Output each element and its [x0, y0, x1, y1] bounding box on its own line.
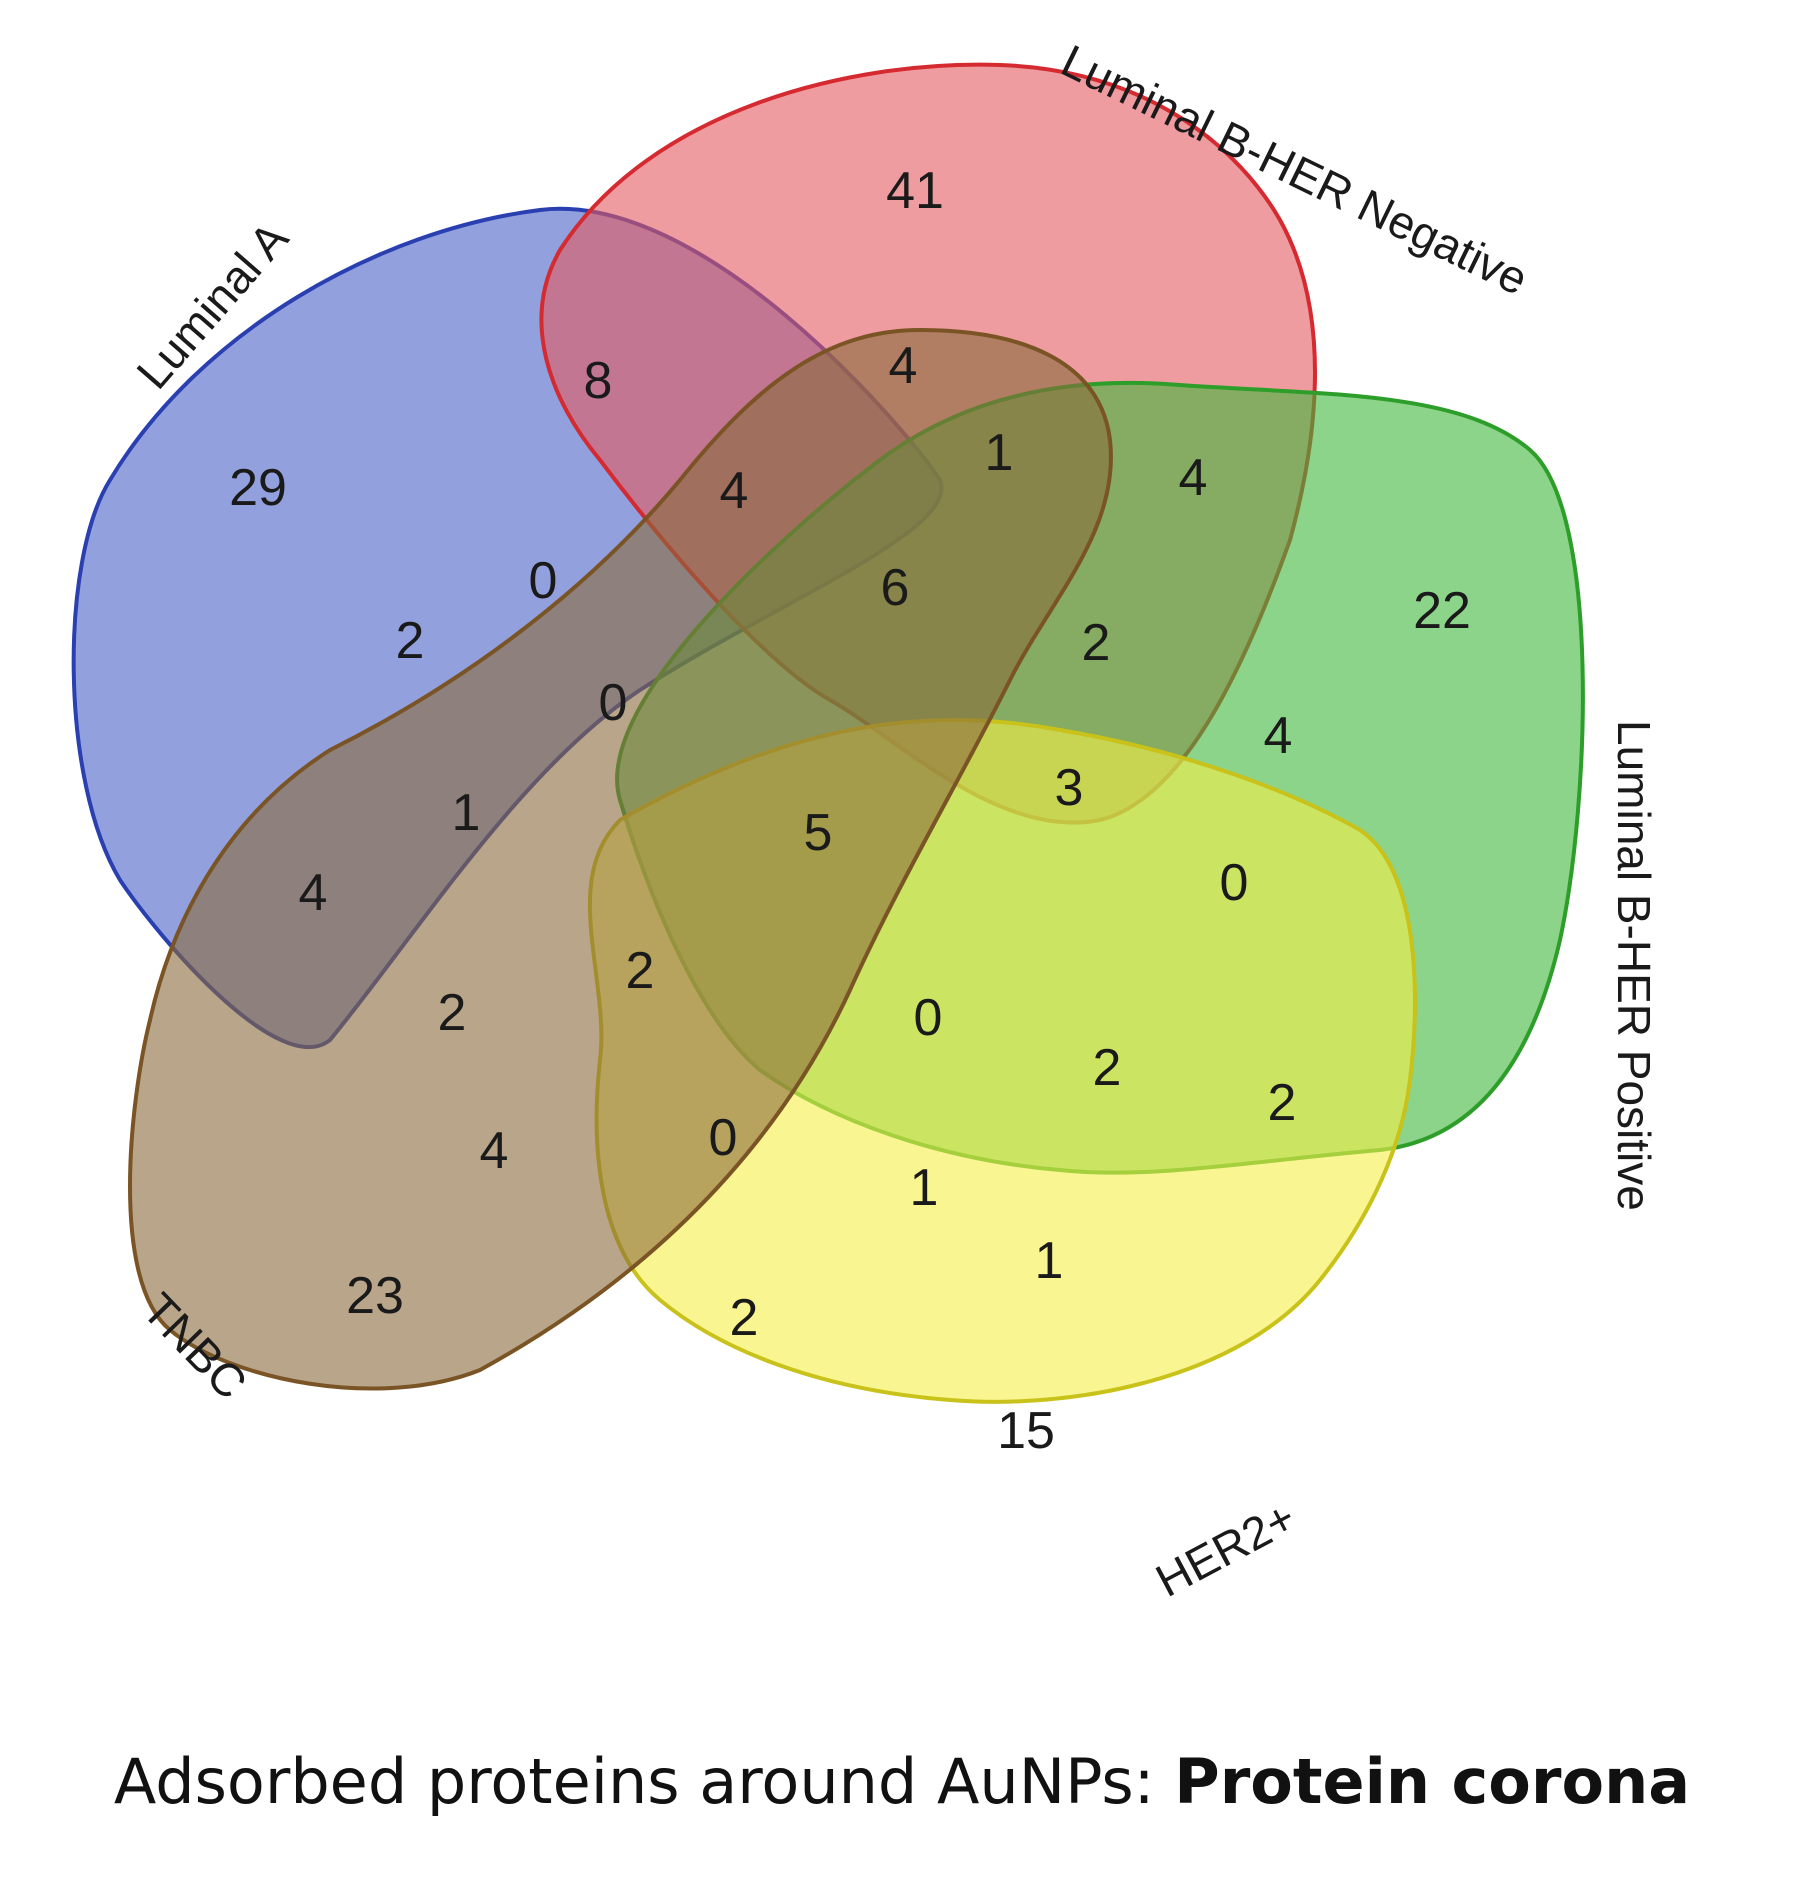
count-intersection: 2 — [1093, 1039, 1122, 1097]
count-intersection: 2 — [438, 984, 467, 1042]
venn-diagram: 29 41 22 15 23 8 4 4 1 4 0 6 2 2 0 4 3 1… — [71, 34, 1660, 1607]
caption-text: Adsorbed proteins around AuNPs: — [113, 1745, 1175, 1818]
count-intersection: 1 — [985, 424, 1014, 482]
count-intersection: 4 — [1179, 449, 1208, 507]
caption-bold-text: Protein corona — [1174, 1745, 1691, 1818]
count-intersection: 0 — [599, 674, 628, 732]
count-intersection: 4 — [889, 337, 918, 395]
count-intersection: 0 — [1220, 854, 1249, 912]
count-her2-only: 15 — [997, 1402, 1055, 1460]
count-luminal-a-only: 29 — [229, 459, 287, 517]
count-intersection: 4 — [720, 462, 749, 520]
count-intersection: 8 — [584, 352, 613, 410]
count-intersection: 3 — [1055, 759, 1084, 817]
count-intersection: 6 — [881, 559, 910, 617]
count-intersection: 2 — [396, 612, 425, 670]
set-tnbc-region — [128, 327, 1113, 1391]
count-intersection: 4 — [1264, 707, 1293, 765]
count-intersection: 1 — [910, 1159, 939, 1217]
count-intersection: 2 — [626, 942, 655, 1000]
count-luminal-b-her-negative-only: 41 — [886, 162, 944, 220]
count-intersection: 4 — [299, 864, 328, 922]
count-intersection: 4 — [480, 1122, 509, 1180]
count-tnbc-only: 23 — [346, 1267, 404, 1325]
count-intersection: 0 — [914, 989, 943, 1047]
count-intersection: 5 — [804, 804, 833, 862]
count-intersection: 0 — [709, 1109, 738, 1167]
count-intersection: 2 — [1268, 1074, 1297, 1132]
set-label-her2: HER2+ — [1147, 1491, 1303, 1607]
set-label-luminal-b-her-positive: Luminal B-HER Positive — [1608, 720, 1660, 1211]
count-intersection: 0 — [529, 552, 558, 610]
figure-caption: Adsorbed proteins around AuNPs: Protein … — [0, 1745, 1804, 1818]
count-luminal-b-her-positive-only: 22 — [1413, 582, 1471, 640]
count-intersection: 2 — [1082, 614, 1111, 672]
count-intersection: 2 — [730, 1289, 759, 1347]
count-intersection: 1 — [1035, 1232, 1064, 1290]
count-intersection: 1 — [452, 784, 481, 842]
